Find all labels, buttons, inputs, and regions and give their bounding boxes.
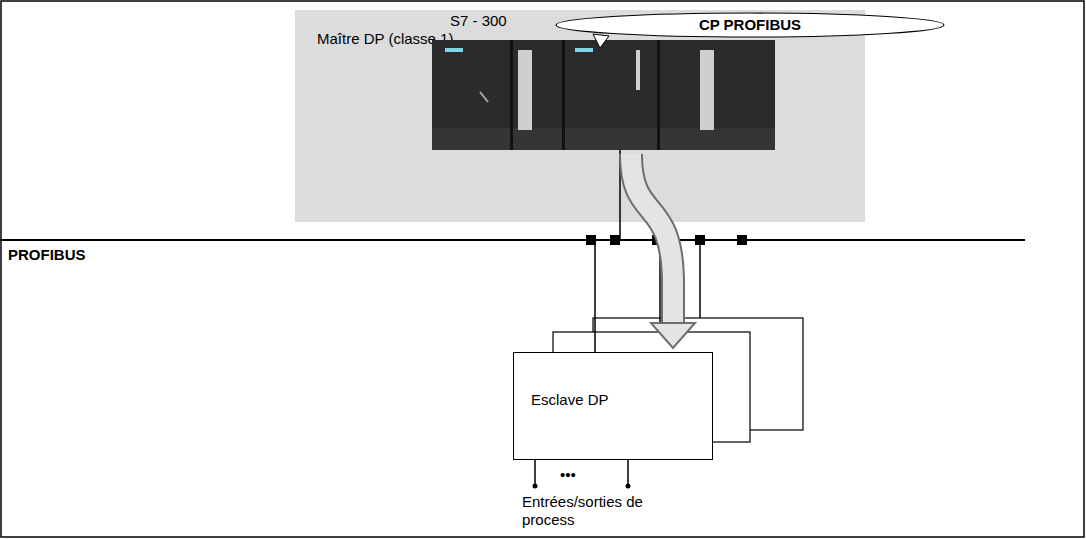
slave-box: Esclave DP <box>513 352 713 460</box>
bus-line <box>0 239 1025 241</box>
master-panel-ground <box>295 10 865 222</box>
rack-base <box>432 128 775 150</box>
bus-connector <box>695 235 705 245</box>
status-led <box>445 48 463 52</box>
terminal-dots: ••• <box>560 466 576 484</box>
module-gap <box>562 40 565 150</box>
status-led <box>575 48 593 52</box>
key-switch <box>480 92 488 102</box>
front-strip <box>636 50 640 90</box>
slave-wire <box>594 240 596 352</box>
front-strip <box>518 50 532 130</box>
plc-illustration <box>432 40 775 150</box>
bus-name: PROFIBUS <box>8 246 86 264</box>
callout-ellipse: CP PROFIBUS <box>555 12 945 38</box>
plc-rack: S7 - 300 <box>432 40 775 150</box>
bus-connector <box>737 235 747 245</box>
arrow-head <box>651 323 695 348</box>
io-terminal-dot <box>626 484 631 489</box>
rack-body <box>432 40 775 150</box>
arrow-fill <box>631 154 673 324</box>
node-text: CP PROFIBUS <box>555 12 945 38</box>
flow-arrow <box>631 154 695 348</box>
node-text: S7 - 300 <box>450 12 507 30</box>
io-terminal <box>534 460 536 486</box>
front-strip <box>700 50 714 130</box>
bus-connector <box>610 235 620 245</box>
slave-wire <box>699 240 701 318</box>
arrow-outline <box>631 154 673 324</box>
io-terminal <box>627 460 629 486</box>
master-panel: Maître DP (classe 1)S7 - 300 <box>295 10 865 222</box>
bus-connector <box>586 235 596 245</box>
io-caption: Entrées/sorties de process <box>522 493 672 529</box>
module-gap <box>510 40 513 150</box>
io-terminal-dot <box>533 484 538 489</box>
callout-ellipse-outline <box>556 13 944 37</box>
callout-pointer <box>593 34 609 48</box>
node-text: Esclave DP <box>531 391 609 409</box>
module-gap <box>657 40 660 150</box>
